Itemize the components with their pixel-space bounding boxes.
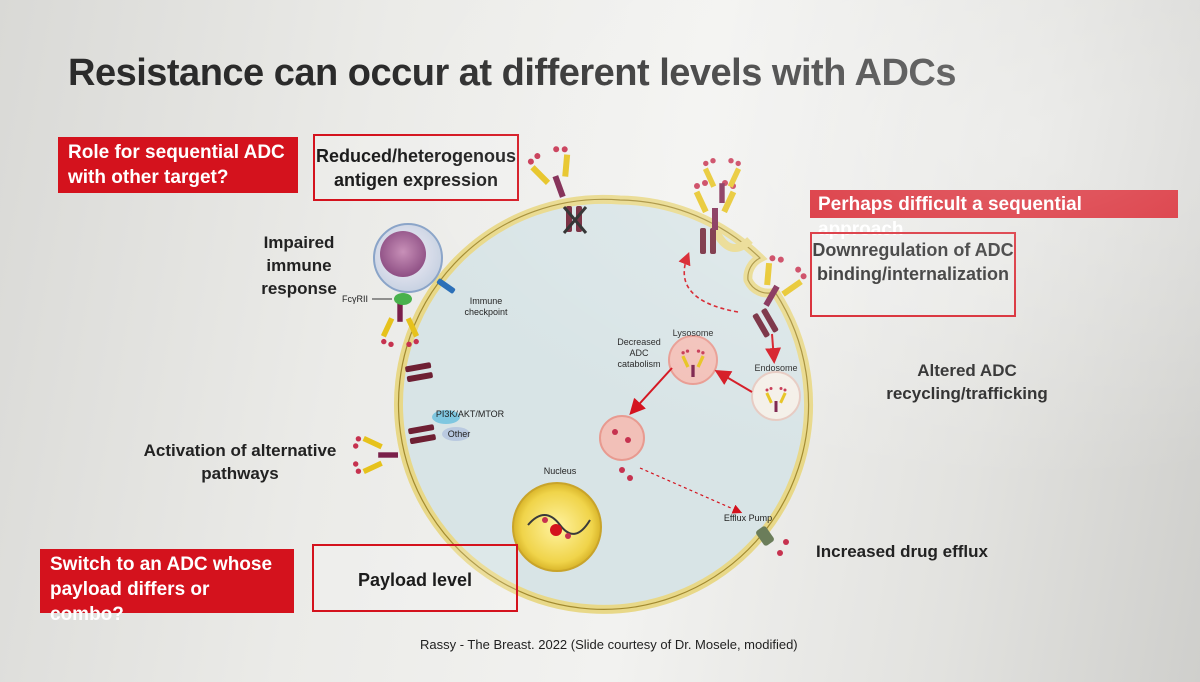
payload-level-box: Payload level xyxy=(312,544,518,612)
endosome-label: Endosome xyxy=(754,363,798,373)
switch-adc-box: Switch to an ADC whose payload differs o… xyxy=(40,549,294,625)
pi3k-label: PI3K/AKT/MTOR xyxy=(435,409,505,419)
adc-pathway xyxy=(353,435,398,475)
adc-top-unbound xyxy=(525,142,583,205)
downregulation-box: Downregulation of ADC binding/internaliz… xyxy=(810,232,1016,317)
altered-recycling-label: Altered ADC recycling/trafficking xyxy=(886,361,1048,403)
degraded-lysosome xyxy=(599,415,645,481)
immune-cell xyxy=(373,223,456,294)
endocytic-pit xyxy=(711,228,753,252)
efflux-pump-label: Efflux Pump xyxy=(723,513,773,523)
role-sequential-box: Role for sequential ADC with other targe… xyxy=(58,137,298,193)
increased-efflux-label: Increased drug efflux xyxy=(816,542,988,561)
lysosome xyxy=(668,335,718,385)
adc-top-right xyxy=(702,158,742,203)
nucleus xyxy=(512,482,602,572)
slide-title: Resistance can occur at different levels… xyxy=(68,52,957,94)
impaired-immune-label: Impaired immune response xyxy=(261,233,337,298)
perhaps-difficult-box: Perhaps difficult a sequential approach xyxy=(810,190,1178,240)
lysosome-label: Lysosome xyxy=(672,328,714,338)
immune-checkpoint-label: Immune checkpoint xyxy=(464,296,508,317)
other-label: Other xyxy=(447,429,471,439)
citation: Rassy - The Breast. 2022 (Slide courtesy… xyxy=(420,637,798,652)
activation-pathways-label: Activation of alternative pathways xyxy=(143,441,337,483)
fcyrii-receptor xyxy=(394,293,412,305)
efflux-pump xyxy=(756,526,774,546)
reduced-antigen-box: Reduced/heterogenous antigen expression xyxy=(313,134,519,201)
fcyrii-label: FcγRII xyxy=(342,294,368,304)
endosome xyxy=(751,371,801,421)
decreased-catabolism-label: Decreased ADC catabolism xyxy=(617,337,661,369)
nucleus-label: Nucleus xyxy=(543,466,577,476)
cell xyxy=(394,194,814,614)
